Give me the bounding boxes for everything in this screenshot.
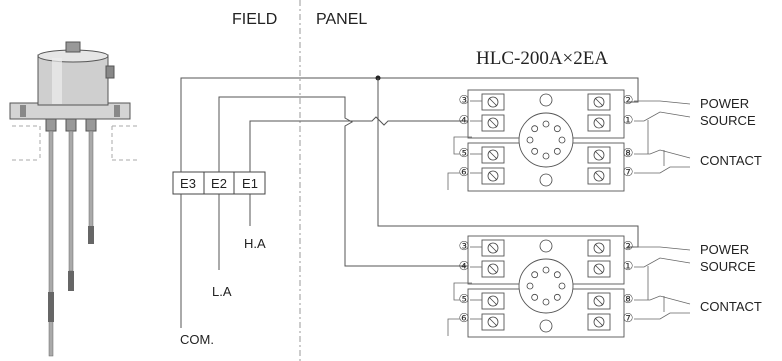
socket-pin [542,152,550,160]
source-label: SOURCE [700,113,756,128]
fixing-screw-icon [539,319,553,333]
socket-pin [542,266,550,274]
terminal-number: ⑤ [459,146,470,160]
terminal-number: ⑧ [623,146,634,160]
terminal-number: ③ [459,239,470,253]
terminal-number: ③ [459,93,470,107]
terminal-number: ⑦ [623,311,634,325]
low-alarm-label: L.A [212,284,232,299]
terminal-number: ④ [459,259,470,273]
socket-pin [553,125,561,133]
socket-pin [558,136,566,144]
socket-pin [542,298,550,306]
power-label: POWER [700,242,749,257]
fixing-screw-icon [539,239,553,253]
panel-heading: PANEL [316,11,367,28]
source-label: SOURCE [700,259,756,274]
terminal-number: ⑥ [459,165,470,179]
contact-label: CONTACT [700,299,762,314]
contact-label: CONTACT [700,153,762,168]
terminal-number: ② [623,239,634,253]
relay-unit-1: ③ ④ ⑤ ⑥ ② ① ⑧ ⑦ POWER SOURCE CONTACT [447,89,762,192]
socket-pin [531,125,539,133]
socket-pin [553,293,561,301]
terminal-number: ⑤ [459,292,470,306]
socket-pin [531,271,539,279]
power-label: POWER [700,96,749,111]
socket-pin [553,147,561,155]
socket-pin [558,282,566,290]
terminal-number: ① [623,113,634,127]
socket-pin [531,147,539,155]
fixing-screw-icon [539,173,553,187]
electrode-e3-label: E3 [180,176,196,191]
terminal-number: ④ [459,113,470,127]
electrode-e1-label: E1 [242,176,258,191]
high-alarm-label: H.A [244,236,266,251]
field-heading: FIELD [232,11,277,28]
relay-title: HLC-200A×2EA [476,48,608,69]
level-sensor-illustration [9,41,140,357]
socket-pin [553,271,561,279]
electrode-e2-label: E2 [211,176,227,191]
socket-pin [531,293,539,301]
terminal-number: ② [623,93,634,107]
fixing-screw-icon [539,93,553,107]
socket-pin [542,120,550,128]
common-label: COM. [180,332,214,347]
socket-pin [526,136,534,144]
electrode-terminal-block: E3 E2 E1 [172,171,266,195]
terminal-number: ⑥ [459,311,470,325]
terminal-number: ⑦ [623,165,634,179]
terminal-number: ⑧ [623,292,634,306]
socket-pin [526,282,534,290]
relay-unit-2: ③ ④ ⑤ ⑥ ② ① ⑧ ⑦ POWER SOURCE CONTACT [447,235,762,338]
terminal-number: ① [623,259,634,273]
